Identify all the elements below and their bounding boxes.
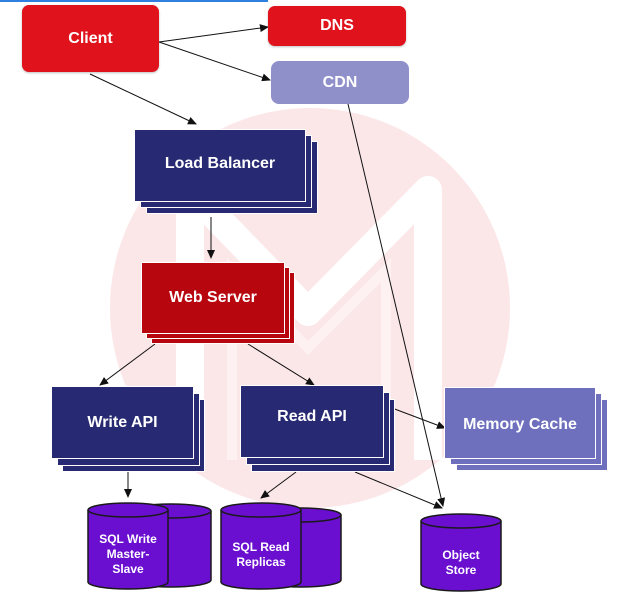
arrow-cdn-object-store [347,103,446,507]
arrow-client-cdn [158,41,271,82]
sql-read-label-line1: SQL Read [232,540,290,554]
top-accent-bar [0,0,268,2]
sql-write-label-line3: Slave [112,562,144,576]
arrow-web-server-read-api [247,343,315,386]
object-store-label-line2: Store [445,563,477,577]
write-api-label: Write API [87,413,158,431]
arrow-read-api-sql-read [260,471,297,499]
arrow-read-api-object-store [354,471,443,509]
sql-read-label-line2: Replicas [236,555,286,569]
cdn-label: CDN [322,73,358,91]
sql-write-label: SQL Write Master- Slave [88,532,168,577]
arrow-read-api-memory-cache [391,407,446,429]
read-api-label: Read API [277,407,347,425]
client-label: Client [68,29,113,47]
sql-read-label: SQL Read Replicas [221,540,301,570]
memory-cache-label: Memory Cache [463,416,577,433]
cdn-node: CDN [271,61,409,104]
web-server-label: Web Server [169,289,257,306]
arrow-client-dns [158,24,269,43]
sql-write-label-line1: SQL Write [99,532,157,546]
sql-write-cylinder [87,502,212,590]
object-store-label-line1: Object [442,548,480,562]
sql-write-label-line2: Master- [106,547,150,561]
arrow-client-load-balancer [89,73,197,125]
object-store-cylinder [420,513,502,592]
arrow-web-server-write-api [99,343,156,386]
client-node: Client [22,5,159,72]
dns-label: DNS [320,17,354,34]
object-store-label: Object Store [421,548,501,578]
dns-node: DNS [268,6,406,46]
load-balancer-label: Load Balancer [164,155,276,172]
sql-read-cylinder [220,502,342,590]
